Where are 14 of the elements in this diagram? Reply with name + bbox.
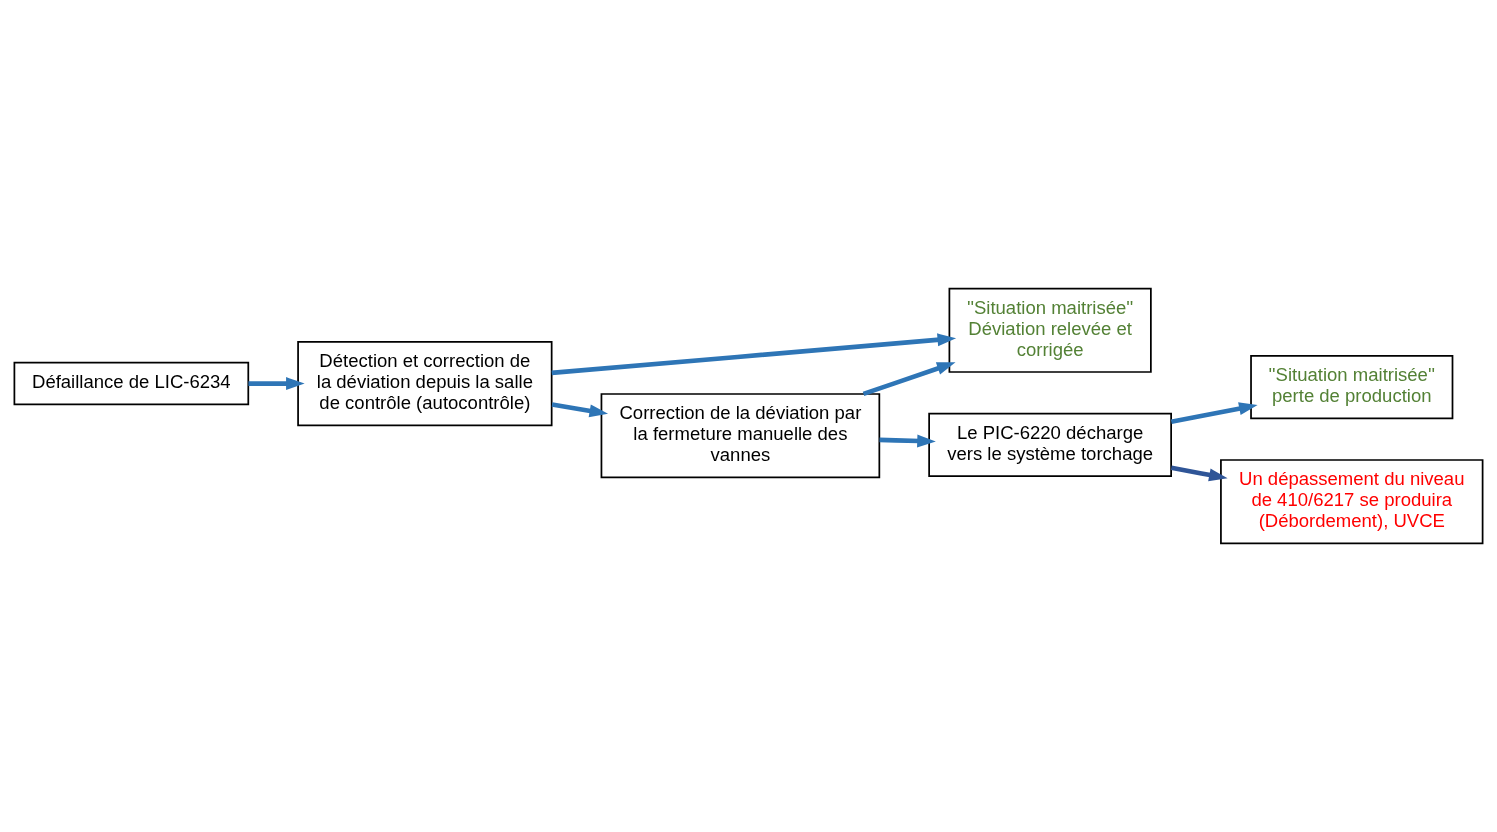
arrow xyxy=(1170,465,1228,482)
arrow xyxy=(248,377,305,391)
node-box: ''Situation maitrisée'' perte de production xyxy=(1250,354,1454,420)
node-box: Défaillance de LIC-6234 xyxy=(13,361,250,406)
node-box: Correction de la déviation par la fermeture manuelle des vannes xyxy=(600,393,881,479)
node-box: ''Situation maitrisée'' Déviation relevée et corrigée xyxy=(948,287,1152,373)
arrow xyxy=(862,362,956,397)
arrow xyxy=(879,434,936,448)
node-box: Un dépassement du niveau de 410/6217 se produira (Débordement), UVCE xyxy=(1220,459,1484,545)
arrow xyxy=(551,402,609,418)
arrow xyxy=(551,333,957,376)
node-box: Détection et correction de la déviation depuis la salle de contrôle (autocontrôle) xyxy=(297,341,553,427)
node-box: Le PIC-6220 décharge vers le système torchage xyxy=(928,412,1172,478)
arrow xyxy=(1170,402,1258,424)
